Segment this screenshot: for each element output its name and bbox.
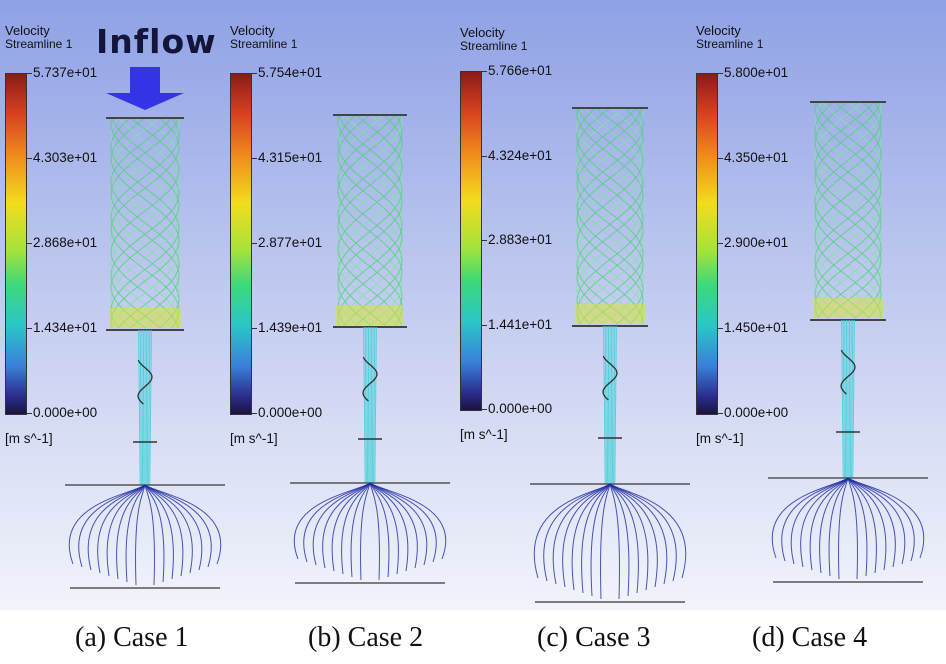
color-bar-tick-label: 5.737e+01 — [33, 65, 98, 80]
color-bar — [696, 73, 718, 415]
color-bar-tick-label: 4.324e+01 — [488, 147, 553, 163]
color-bar-tick-mark — [27, 413, 32, 414]
color-bar-tick-label: 1.441e+01 — [488, 316, 553, 332]
streamline-plot — [65, 117, 225, 589]
color-bar-tick-label: 5.754e+01 — [258, 65, 323, 80]
panel-caption: (b) Case 2 — [308, 622, 424, 653]
color-bar-tick-label: 2.877e+01 — [258, 235, 323, 250]
color-bar-tick-label: 2.883e+01 — [488, 232, 553, 247]
color-bar-tick-mark — [482, 71, 487, 72]
color-bar-tick-label: 1.450e+01 — [724, 320, 789, 335]
streamline-plot — [530, 107, 690, 603]
color-bar-tick-mark — [252, 413, 257, 414]
color-bar-tick-mark — [482, 324, 487, 326]
color-bar-unit: [m s^-1] — [230, 431, 278, 446]
color-bar-tick-label: 0.000e+00 — [488, 401, 553, 416]
color-bar-tick-mark — [252, 243, 257, 244]
color-bar — [5, 73, 27, 415]
color-bar-tick-label: 1.439e+01 — [258, 320, 323, 335]
color-bar-tick-mark — [718, 328, 723, 329]
color-bar-unit: [m s^-1] — [460, 427, 508, 442]
color-bar-tick-mark — [27, 73, 32, 74]
legend-title: Velocity — [460, 25, 505, 40]
color-bar-tick-label: 4.303e+01 — [33, 150, 98, 165]
color-bar-tick-label: 2.868e+01 — [33, 235, 98, 250]
color-bar-tick-label: 2.900e+01 — [724, 235, 789, 250]
inflow-label: Inflow — [96, 22, 217, 61]
color-bar-tick-mark — [482, 409, 487, 410]
color-bar-tick-mark — [27, 243, 32, 244]
legend-title: Velocity — [696, 23, 741, 38]
legend-subtitle: Streamline 1 — [696, 37, 764, 51]
color-bar-tick-mark — [27, 158, 32, 159]
color-bar-tick-label: 4.350e+01 — [724, 150, 789, 165]
color-bar-tick-label: 0.000e+00 — [724, 405, 789, 420]
color-bar-tick-mark — [252, 328, 257, 329]
color-bar-tick-label: 5.766e+01 — [488, 63, 553, 78]
color-bar-tick-mark — [482, 240, 487, 241]
color-bar — [460, 71, 482, 411]
color-bar-tick-mark — [718, 243, 723, 244]
color-bar-tick-label: 4.315e+01 — [258, 150, 323, 165]
panel-caption: (c) Case 3 — [537, 622, 651, 653]
legend-subtitle: Streamline 1 — [230, 37, 298, 51]
legend-title: Velocity — [5, 23, 50, 38]
legend-title: Velocity — [230, 23, 275, 38]
legend-subtitle: Streamline 1 — [5, 37, 73, 51]
streamline-plot — [768, 101, 928, 583]
color-bar-tick-mark — [482, 155, 487, 157]
color-bar-tick-mark — [718, 413, 723, 414]
color-bar-unit: [m s^-1] — [5, 431, 53, 446]
legend-subtitle: Streamline 1 — [460, 39, 528, 53]
color-bar-tick-label: 5.800e+01 — [724, 65, 789, 80]
panel-caption: (d) Case 4 — [752, 622, 868, 653]
color-bar — [230, 73, 252, 415]
color-bar-unit: [m s^-1] — [696, 431, 744, 446]
color-bar-tick-label: 0.000e+00 — [258, 405, 323, 420]
color-bar-tick-label: 1.434e+01 — [33, 320, 98, 335]
color-bar-tick-label: 0.000e+00 — [33, 405, 98, 420]
color-bar-tick-mark — [252, 73, 257, 74]
color-bar-tick-mark — [718, 73, 723, 74]
color-bar-tick-mark — [27, 328, 32, 329]
color-bar-tick-mark — [252, 158, 257, 159]
color-bar-tick-mark — [718, 158, 723, 159]
streamline-plot — [290, 114, 450, 584]
panel-caption: (a) Case 1 — [75, 622, 189, 653]
